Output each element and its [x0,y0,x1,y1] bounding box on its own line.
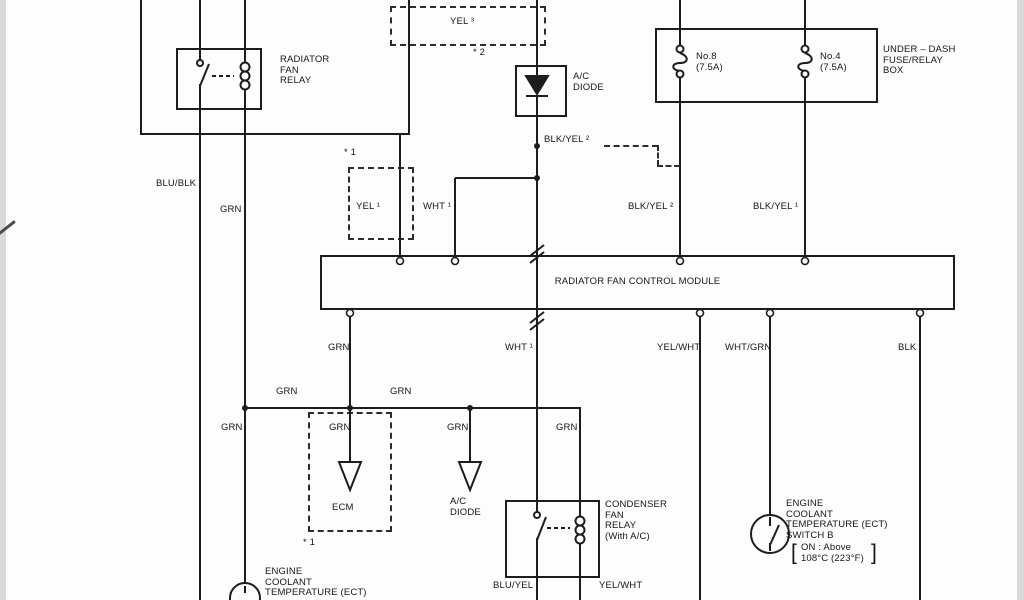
wire-label-grn: GRN [221,422,243,433]
wire-label-grn: GRN [276,386,298,397]
relay-coil-icon [212,48,251,110]
condenser-relay-contact-icon [533,500,547,578]
wire [455,177,538,179]
wire [244,0,246,48]
page-right-edge [1017,0,1024,600]
ecm-label: ECM [332,502,354,513]
wire-grn-diode [469,408,471,462]
junction-dots [242,143,540,411]
wire-label-blk-yel2: BLK/YEL ² [628,201,674,212]
wire-blk [919,310,921,600]
wire-grn-ecm [349,310,351,462]
wire-blk-yel1 [804,77,806,255]
condenser-fan-relay-box [505,500,600,578]
wire-blu-blk [199,110,201,600]
wire-blk-yel2 [679,77,681,255]
wire [679,0,681,47]
wire-yel1 [399,135,401,255]
ect-switch-a-label: ENGINE COOLANT TEMPERATURE (ECT) [265,566,367,598]
page-left-edge [0,0,6,600]
under-dash-fuse-relay-box-label: UNDER – DASH FUSE/RELAY BOX [883,44,956,76]
wire-wht1-through [536,117,538,500]
wire-yel-wht-2 [579,578,581,600]
wire-wht-grn [769,310,771,515]
connector-break-icon [529,244,545,331]
bracket-close: ] [871,540,877,565]
fuse4-icon [797,44,813,79]
ect-switch-a-icon [229,582,261,600]
wire-label-grn: GRN [329,422,351,433]
wire-label-grn: GRN [447,422,469,433]
fuse8-label: No.8 (7.5A) [696,51,723,73]
wire-label-blu-yel: BLU/YEL [493,580,534,591]
wire-grn-branch [245,407,581,409]
wire-label-grn: GRN [390,386,412,397]
wire-dashed [604,145,658,147]
wire-label-grn: GRN [220,204,242,215]
relay-contact-icon [196,48,210,110]
condenser-relay-coil-icon [547,500,586,578]
wire-label-grn: GRN [328,342,350,353]
under-dash-fuse-relay-box [655,28,878,103]
ect-switch-b-icon [750,514,790,554]
fuse8-icon [672,44,688,79]
wire-grn-condenser [579,408,581,500]
wire-grn [244,110,246,584]
note-star1: * 1 [303,537,316,548]
wire-label-grn: GRN [556,422,578,433]
ac-diode-bottom-icon [457,461,483,493]
wire-label-blk: BLK [898,342,917,353]
condenser-fan-relay-label: CONDENSER FAN RELAY (With A/C) [605,499,668,542]
wire-label-blu-blk: BLU/BLK [156,178,197,189]
wire-label-wht-grn: WHT/GRN [725,342,772,353]
option-box-yel1 [348,167,414,240]
wire-label-wht1-lower: WHT ¹ [505,342,534,353]
radiator-fan-relay-outer-box [140,0,410,135]
ac-diode-label: A/C DIODE [573,71,604,93]
ect-switch-b-state: ON : Above 108°C (223°F) [801,542,864,564]
fuse4-label: No.4 (7.5A) [820,51,847,73]
wire-dashed [657,145,659,166]
bracket-open: [ [791,540,797,565]
radiator-fan-control-module-box [320,255,955,310]
wire [199,0,201,48]
ect-switch-b-label: ENGINE COOLANT TEMPERATURE (ECT) SWITCH … [786,498,888,541]
wire-label-yel-wht: YEL/WHT [657,342,701,353]
radiator-fan-relay-box [176,48,262,110]
wire-label-yel3: YEL ³ [450,16,475,27]
ac-diode-icon [524,65,550,117]
wire-wht1 [454,178,456,255]
ecm-arrow-icon [337,461,363,493]
wire-label-blk-yel2-diode: BLK/YEL ² [544,134,590,145]
wire-label-yel1: YEL ¹ [356,201,381,212]
wire-yel3 [536,0,538,65]
ac-diode-box [515,65,567,117]
note-star1: * 1 [344,147,357,158]
module-title: RADIATOR FAN CONTROL MODULE [554,276,721,287]
wire [804,0,806,47]
wire-label-wht1: WHT ¹ [423,201,452,212]
ac-diode-bottom-label: A/C DIODE [450,496,481,518]
wire-blu-yel [536,578,538,600]
wire-dashed [657,165,680,167]
module-pin-circles [345,256,925,318]
radiator-fan-relay-label: RADIATOR FAN RELAY [280,54,330,86]
wire-yel-wht [699,310,701,600]
wire-label-blk-yel1: BLK/YEL ¹ [753,201,799,212]
note-star2: * 2 [473,47,486,58]
wire-label-yel-wht-2: YEL/WHT [599,580,643,591]
option-box-yel3 [390,6,546,46]
